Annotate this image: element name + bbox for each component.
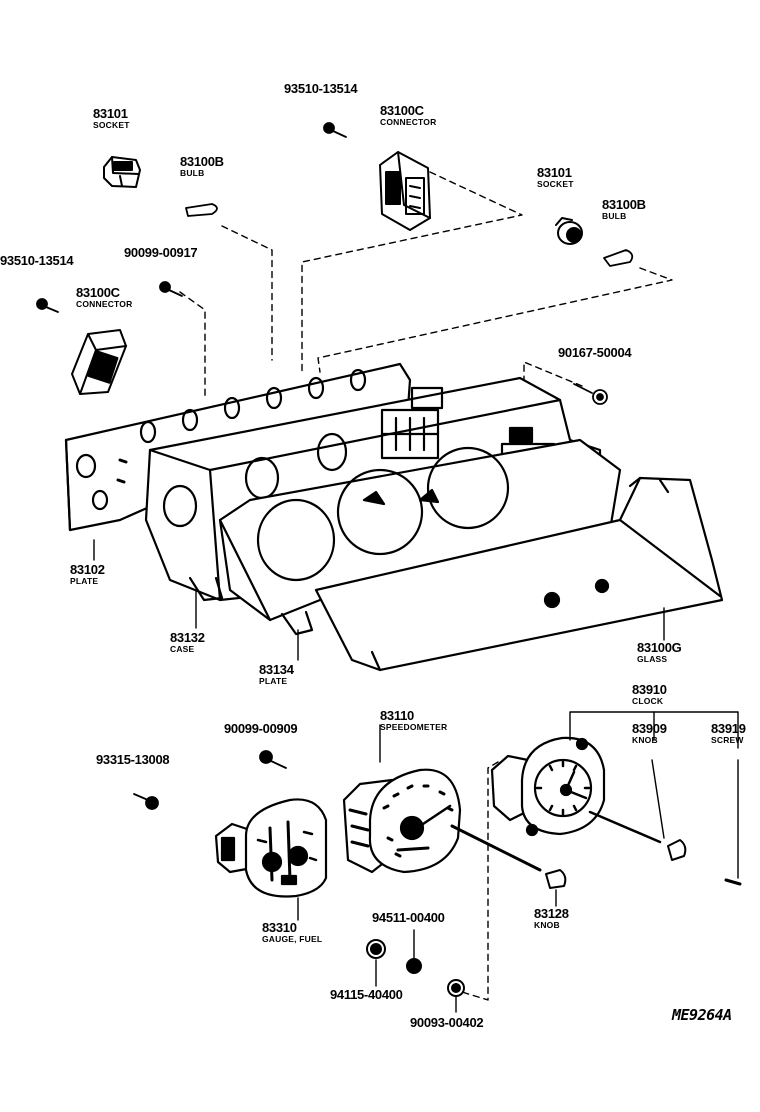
part-name: GAUGE, FUEL (262, 934, 323, 944)
label-83101-left: 83101 SOCKET (93, 107, 130, 130)
label-83100b-left: 83100B BULB (180, 155, 224, 178)
part-name: KNOB (534, 920, 560, 930)
fuel-gauge (214, 798, 328, 898)
label-83910: 83910 CLOCK (632, 683, 667, 706)
part-number: 83101 (537, 165, 572, 180)
part-number: 94511-00400 (372, 910, 445, 925)
part-number: 83909 (632, 721, 667, 736)
label-83100b-right: 83100B BULB (602, 198, 646, 221)
nut-icon (447, 979, 465, 997)
part-number: 94115-40400 (330, 987, 403, 1002)
label-94115-40400: 94115-40400 (330, 988, 403, 1001)
part-number: 83100C (380, 103, 424, 118)
part-number: 83910 (632, 682, 667, 697)
clock-knob (667, 839, 687, 861)
screw-icon (259, 750, 287, 769)
part-number: 83100B (602, 197, 646, 212)
part-name: SOCKET (537, 179, 574, 189)
part-number: 90099-00909 (224, 721, 298, 736)
part-name: KNOB (632, 735, 658, 745)
label-83110: 83110 SPEEDOMETER (380, 709, 447, 732)
label-83100g: 83100G GLASS (637, 640, 682, 664)
label-83100c-left: 83100C CONNECTOR (76, 286, 132, 309)
label-leader-lines (93, 539, 739, 1013)
connector-icon (71, 329, 127, 395)
label-83128: 83128 KNOB (534, 907, 569, 930)
part-number: 83134 (259, 662, 294, 677)
part-number: 90167-50004 (558, 345, 632, 360)
label-90099-00909: 90099-00909 (224, 721, 298, 736)
part-number: 93510-13514 (284, 81, 358, 96)
label-90099-00917: 90099-00917 (124, 245, 198, 260)
part-number: 83310 (262, 920, 297, 935)
label-93510-13514-top: 93510-13514 (284, 81, 358, 96)
part-name: BULB (180, 168, 205, 178)
part-name: BULB (602, 211, 627, 221)
label-83100c-top: 83100C CONNECTOR (380, 104, 436, 127)
label-83132: 83132 CASE (170, 631, 205, 654)
part-number: 83100G (637, 640, 682, 655)
part-name: PLATE (259, 676, 288, 686)
clock (490, 736, 662, 844)
part-name: PLATE (70, 576, 99, 586)
socket-icon (103, 156, 141, 188)
part-number: 83110 (380, 708, 414, 723)
bulb-icon (185, 203, 218, 217)
label-83134: 83134 PLATE (259, 663, 294, 686)
part-number: 83102 (70, 562, 105, 577)
part-name: CONNECTOR (380, 117, 437, 127)
nut-icon (406, 958, 422, 974)
part-name: SPEEDOMETER (380, 722, 448, 732)
label-83909: 83909 KNOB (632, 722, 667, 745)
part-number: 83128 (534, 906, 569, 921)
part-name: GLASS (637, 654, 668, 664)
part-name: CONNECTOR (76, 299, 133, 309)
label-93315-13008: 93315-13008 (96, 752, 170, 767)
screw-icon (159, 281, 183, 297)
label-83310: 83310 GAUGE, FUEL (262, 921, 322, 944)
part-name: SCREW (711, 735, 744, 745)
part-name: SOCKET (93, 120, 130, 130)
bulb-icon (603, 249, 634, 267)
speedometer-knob (545, 869, 567, 889)
diagram-code: ME9264A (672, 1006, 732, 1024)
part-name: CASE (170, 644, 195, 654)
part-number: 93315-13008 (96, 752, 170, 767)
part-number: 90093-00402 (410, 1015, 484, 1030)
label-83101-right: 83101 SOCKET (537, 166, 574, 189)
screw-icon (323, 122, 347, 138)
glass-panel (314, 476, 724, 672)
label-90093-00402: 90093-00402 (410, 1015, 484, 1030)
nut-icon (366, 939, 386, 959)
screw-icon (36, 298, 59, 313)
screw-icon (724, 878, 742, 886)
part-number: 90099-00917 (124, 245, 198, 260)
speedometer (342, 768, 542, 874)
label-83102: 83102 PLATE (70, 563, 105, 586)
label-83919: 83919 SCREW (711, 722, 746, 745)
part-number: 83100C (76, 285, 120, 300)
socket-icon (555, 217, 583, 245)
part-name: CLOCK (632, 696, 664, 706)
part-number: 83100B (180, 154, 224, 169)
part-number: 93510-13514 (0, 253, 74, 268)
screw-icon (133, 793, 159, 810)
screw-icon (573, 383, 608, 405)
part-number: 83132 (170, 630, 205, 645)
part-number: 83101 (93, 106, 128, 121)
label-93510-13514-left: 93510-13514 (0, 253, 74, 268)
label-90167-50004: 90167-50004 (558, 345, 632, 360)
part-number: 83919 (711, 721, 746, 736)
connector-icon (379, 151, 431, 231)
label-94511-00400: 94511-00400 (372, 911, 445, 924)
